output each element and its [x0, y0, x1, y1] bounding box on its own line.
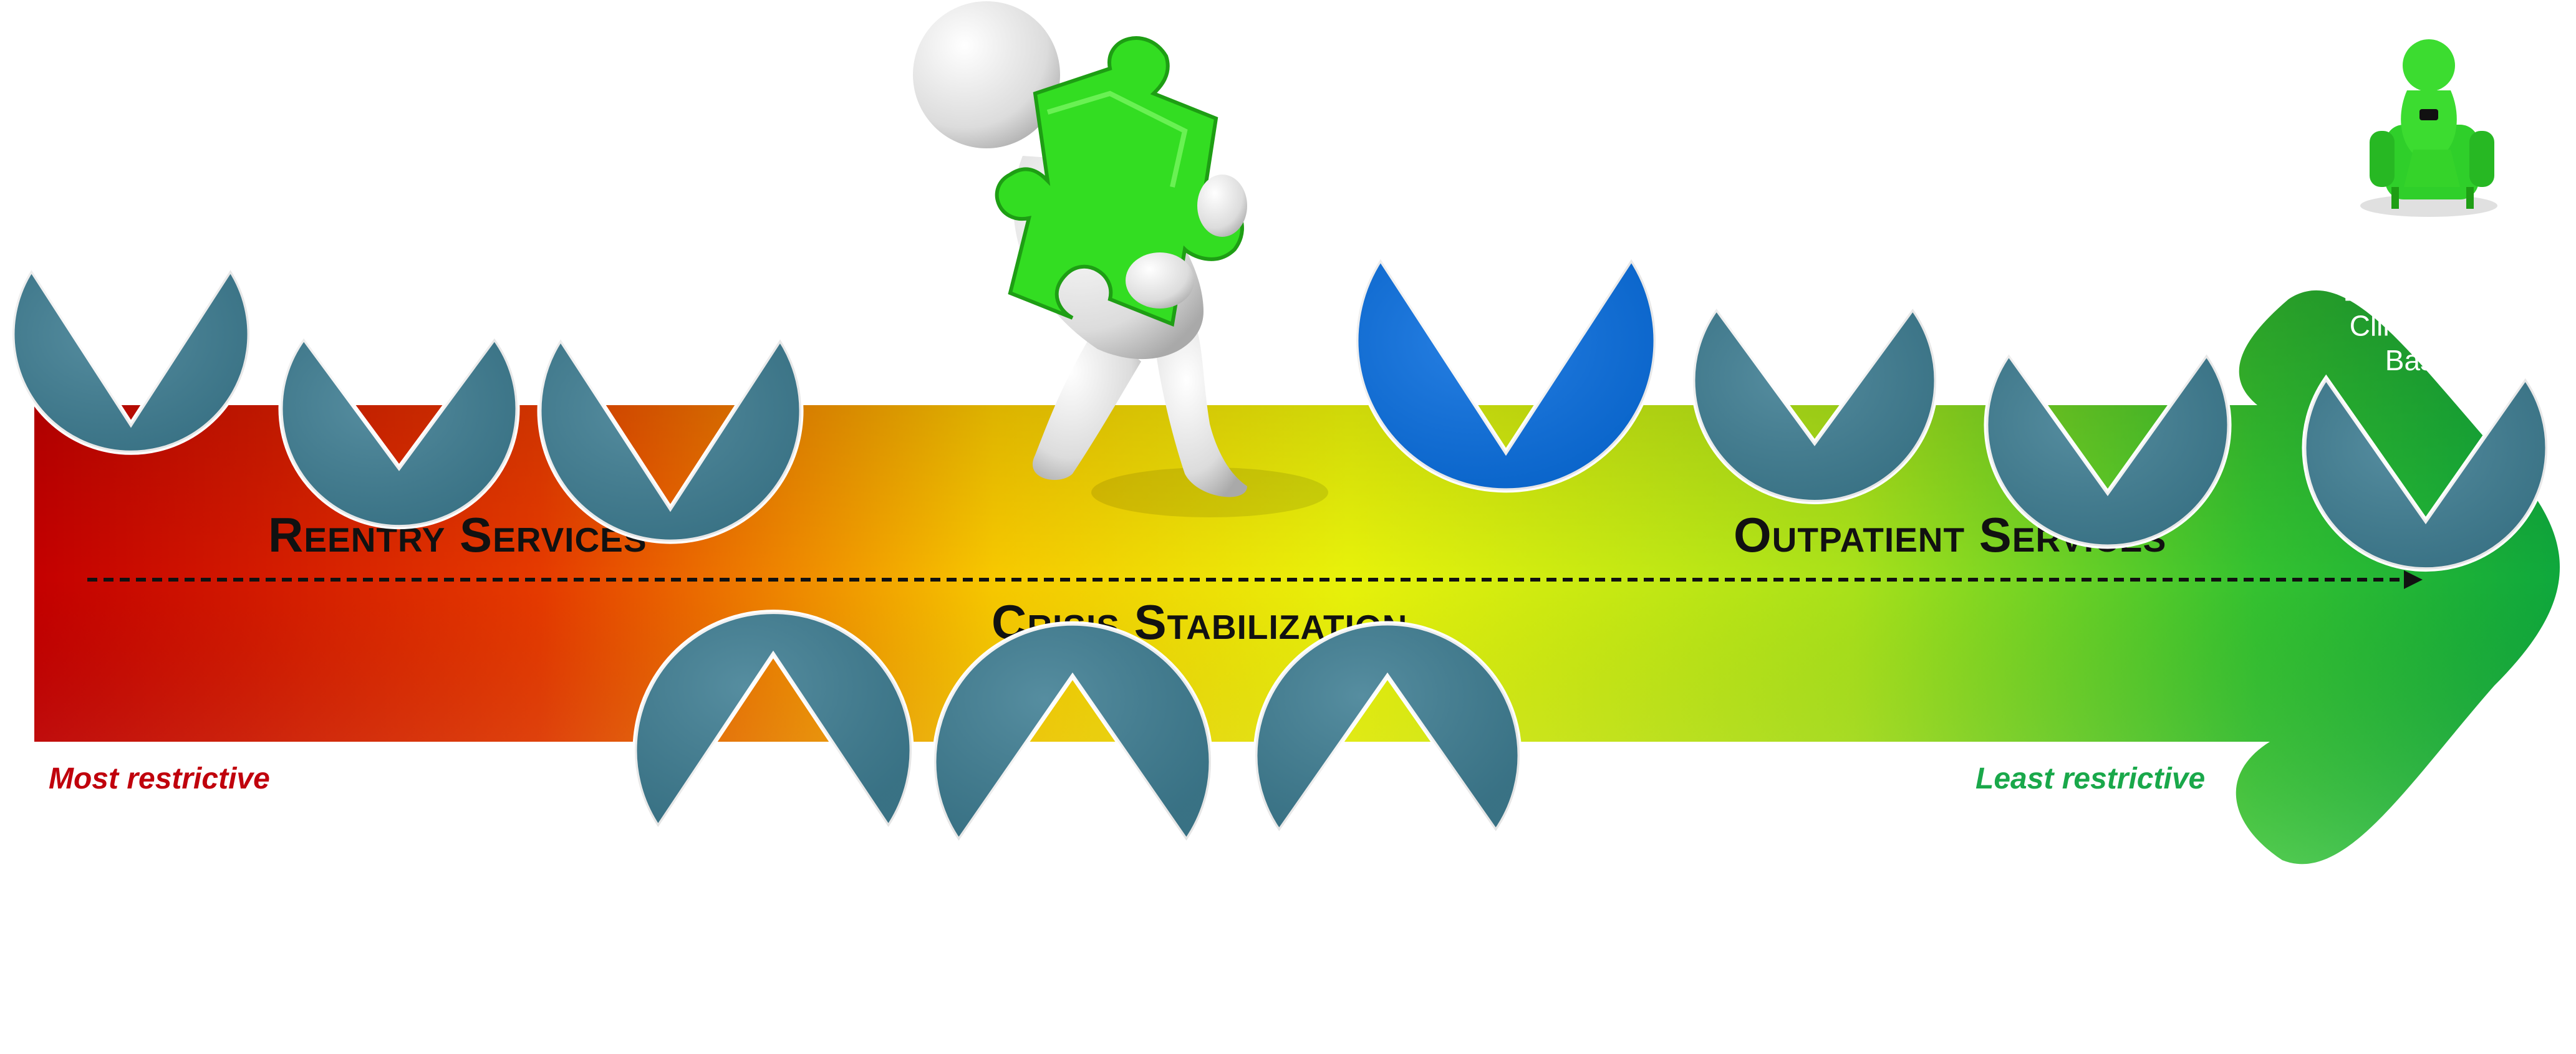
pin-shade — [281, 338, 518, 527]
pin-title: CARE — [1451, 68, 1561, 111]
pin-line: Engagement — [589, 287, 752, 319]
pin-shade — [934, 623, 1212, 841]
pin-title: HOME — [622, 180, 719, 216]
pin-title: ERS — [740, 815, 807, 851]
pin-line: Field Based — [2032, 302, 2184, 334]
reentry-label: Reentry Services — [268, 507, 647, 562]
pin-line: Act — [1485, 253, 1527, 285]
pin-title: 5150 LPS — [327, 197, 471, 233]
pin-title: Treatment – — [2020, 265, 2196, 300]
pin-line: Treatment — [1323, 942, 1452, 975]
seated-green-person-icon — [2360, 39, 2497, 217]
pin-line: Outreach & Mobile — [552, 252, 789, 285]
pin-line: Hospital — [347, 269, 451, 302]
pin-title: Outpatient — [2348, 237, 2504, 272]
pin-line: Homeless — [607, 218, 735, 250]
pin-line: (Voluntary) — [1003, 972, 1142, 1005]
pin-line: (Voluntary) — [601, 321, 740, 353]
pin-shade — [539, 339, 802, 542]
pin-shade — [12, 270, 250, 453]
pin-title: Treatment – — [2338, 272, 2514, 307]
pin-line: (MHSA) — [1763, 272, 1866, 305]
least-restrictive-label: Least restrictive — [1975, 762, 2205, 795]
pin-line: Enhanced — [708, 853, 837, 886]
pin-line: for Mental — [67, 190, 195, 223]
pin-shade — [635, 611, 912, 827]
pin-line: Residential — [702, 888, 844, 921]
pin-line: Disease — [79, 224, 183, 257]
pin-line: Recovery & — [1432, 184, 1580, 217]
pin-shade — [1986, 354, 2229, 547]
dotted-arrow — [87, 570, 2423, 589]
pin-line: Outpatient — [1321, 908, 1454, 941]
pin-line: Partnership — [1741, 238, 1888, 271]
pin-title: Outpatient — [2030, 229, 2186, 264]
most-restrictive-label: Most restrictive — [49, 762, 270, 795]
pin-line: Based — [2385, 344, 2466, 376]
pin-line: Crisis Residential — [962, 869, 1183, 901]
pin-line: Full Service — [1740, 204, 1889, 236]
pin-line: (Voluntary) — [704, 957, 842, 989]
pin-line: Psychiatric — [330, 235, 468, 267]
pin-shade — [1693, 309, 1936, 502]
pin-line: Treatment — [1008, 904, 1137, 936]
pin-line: Clinic Office — [2350, 310, 2502, 342]
pin-line: Assisted — [1333, 874, 1442, 906]
pin-line: Institute — [80, 155, 181, 188]
person-carrying-puzzle-piece-icon — [913, 1, 1328, 517]
pin-shade — [2304, 378, 2548, 570]
pin-line: Community — [1434, 115, 1579, 148]
pin-line: Services — [718, 922, 828, 955]
pin-title: FSP — [1783, 166, 1846, 202]
pin-line: (Locked) — [344, 304, 455, 336]
pin-ers: ERSEnhancedResidentialServices(Voluntary… — [632, 610, 914, 989]
pin-line: (Locked) — [75, 259, 187, 291]
pin-shade — [1255, 623, 1520, 831]
pin-line: Program — [1018, 938, 1127, 970]
pin-title: IMD — [101, 117, 160, 153]
pin-title: CRTP — [1028, 831, 1117, 867]
pin-shade — [1356, 259, 1656, 491]
pin-title: AOT — [1353, 836, 1422, 872]
pin-line: Empowerment — [1414, 219, 1599, 251]
pin-line: Assistance — [1437, 150, 1575, 183]
